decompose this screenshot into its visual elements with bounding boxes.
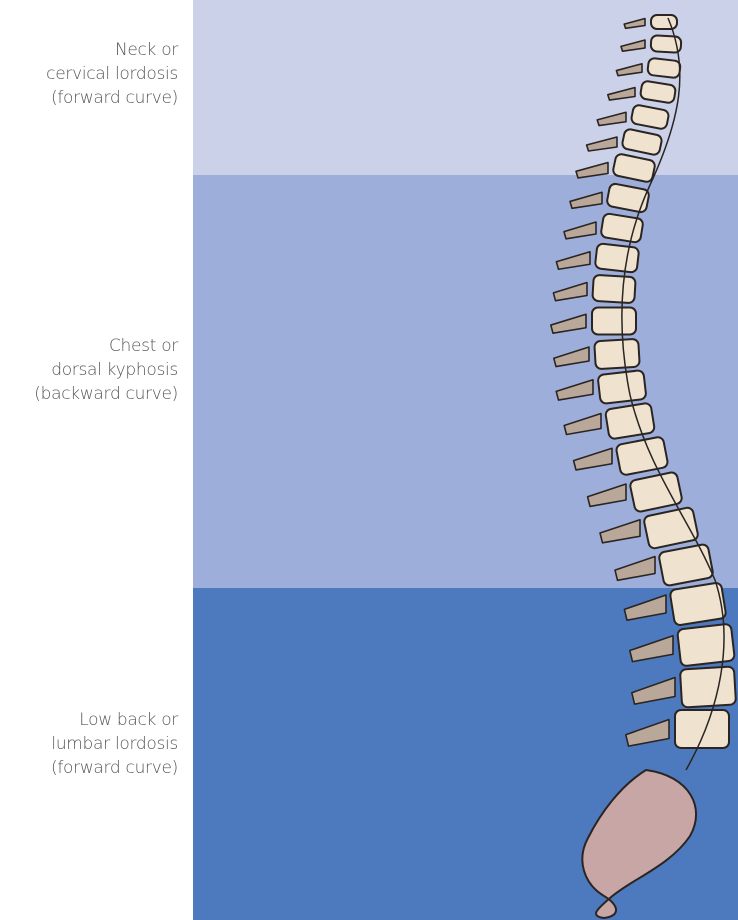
vertebral-body: [592, 307, 636, 334]
spinous-process: [564, 222, 596, 239]
vertebral-body: [677, 624, 735, 667]
vertebra: [600, 507, 699, 550]
vertebral-body: [675, 710, 729, 748]
vertebral-body: [640, 80, 676, 103]
spinous-process: [551, 314, 586, 333]
vertebral-body: [612, 153, 656, 183]
vertebral-body: [606, 183, 650, 213]
spinous-process: [630, 636, 673, 662]
vertebra: [556, 370, 646, 404]
spinous-process: [626, 720, 669, 747]
spinous-process: [574, 448, 612, 470]
vertebra: [626, 710, 729, 748]
spinous-process: [632, 678, 675, 705]
spinous-process: [588, 484, 626, 506]
spinous-process: [576, 163, 608, 178]
vertebra: [570, 183, 650, 213]
vertebral-body: [598, 370, 647, 404]
spinous-process: [556, 252, 590, 270]
vertebral-body: [605, 403, 655, 440]
vertebra: [608, 80, 676, 103]
spinous-process: [556, 380, 593, 400]
vertebral-body: [592, 275, 635, 303]
vertebra: [597, 104, 669, 129]
vertebral-body: [621, 128, 662, 155]
vertebral-body: [647, 58, 681, 79]
spinous-process: [621, 40, 645, 51]
spinous-process: [624, 595, 666, 620]
vertebrae-group: [551, 15, 736, 748]
vertebra: [615, 544, 714, 587]
spinous-process: [608, 88, 635, 101]
spinous-process: [587, 137, 617, 151]
vertebral-body: [595, 243, 640, 273]
vertebra: [554, 339, 640, 370]
spinous-process: [570, 192, 602, 208]
vertebral-body: [658, 544, 714, 587]
vertebra: [574, 436, 669, 476]
vertebra: [630, 624, 735, 667]
vertebra: [616, 58, 680, 79]
spinous-process: [616, 64, 642, 76]
vertebra: [624, 582, 726, 626]
spinous-process: [553, 283, 587, 301]
sacrum-coccyx: [582, 770, 696, 918]
vertebral-body: [631, 104, 670, 129]
vertebral-body: [629, 471, 683, 512]
vertebral-body: [643, 507, 699, 550]
spinous-process: [564, 414, 601, 435]
vertebral-body: [680, 666, 736, 707]
spinous-process: [554, 347, 589, 367]
vertebra: [576, 153, 656, 183]
vertebral-body: [651, 15, 677, 29]
vertebral-body: [615, 436, 668, 476]
spinous-process: [600, 520, 640, 543]
vertebra: [621, 35, 681, 53]
vertebra: [587, 128, 663, 155]
vertebra: [551, 307, 636, 334]
vertebral-body: [594, 339, 640, 370]
spinous-process: [597, 112, 626, 125]
spinous-process: [624, 19, 645, 29]
spinous-process: [615, 557, 655, 581]
